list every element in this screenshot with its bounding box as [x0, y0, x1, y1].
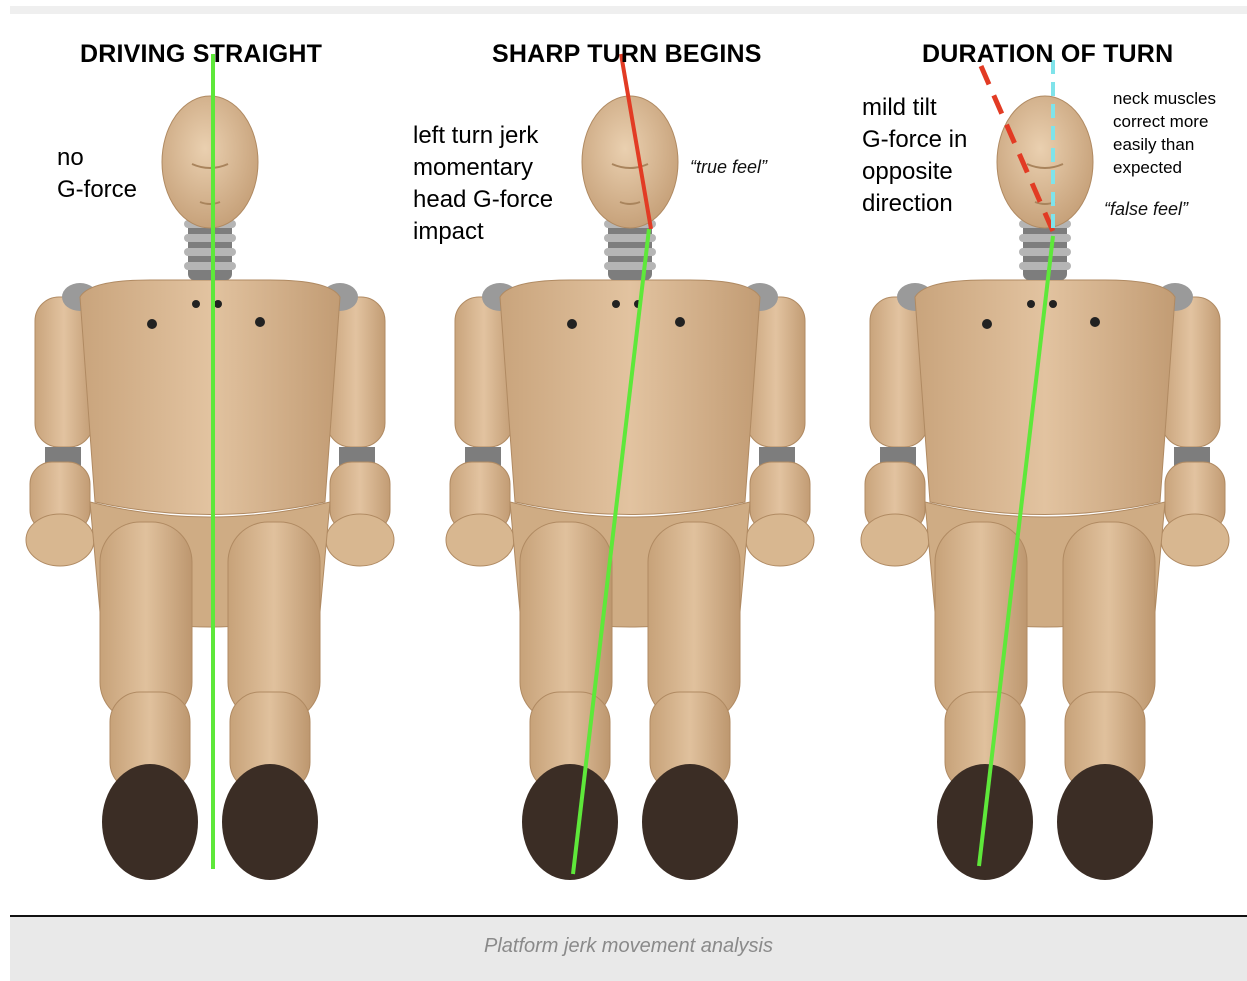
note-line: left turn jerk — [413, 120, 553, 152]
panel-title-sharp-turn: SHARP TURN BEGINS — [492, 40, 762, 69]
note-line: easily than — [1113, 133, 1216, 156]
note-neck-muscles: neck muscles correct more easily than ex… — [1113, 87, 1216, 179]
top-strip — [10, 6, 1247, 14]
note-line: G-force in — [862, 124, 967, 156]
note-line: direction — [862, 188, 967, 220]
note-mild-tilt: mild tilt G-force in opposite direction — [862, 92, 967, 220]
dummy-straight — [26, 96, 394, 880]
note-line: neck muscles — [1113, 87, 1216, 110]
note-line: G-force — [57, 174, 137, 206]
quote-false-feel: “false feel” — [1104, 199, 1188, 220]
note-line: correct more — [1113, 110, 1216, 133]
note-line: no — [57, 142, 137, 174]
panel-title-duration: DURATION OF TURN — [922, 40, 1173, 69]
dummy-figure: DRIVING STRAIGHT SHARP TURN BEGINS DURAT… — [10, 14, 1247, 914]
note-line: momentary — [413, 152, 553, 184]
note-line: opposite — [862, 156, 967, 188]
note-no-gforce: no G-force — [57, 142, 137, 206]
note-line: head G-force — [413, 184, 553, 216]
note-left-turn-jerk: left turn jerk momentary head G-force im… — [413, 120, 553, 248]
note-line: impact — [413, 216, 553, 248]
note-line: mild tilt — [862, 92, 967, 124]
quote-true-feel: “true feel” — [690, 157, 767, 178]
caption-bar: Platform jerk movement analysis — [10, 917, 1247, 981]
note-line: expected — [1113, 156, 1216, 179]
panel-title-driving-straight: DRIVING STRAIGHT — [80, 40, 322, 69]
dummy-illustration — [10, 14, 1247, 914]
figure-caption: Platform jerk movement analysis — [10, 935, 1247, 958]
